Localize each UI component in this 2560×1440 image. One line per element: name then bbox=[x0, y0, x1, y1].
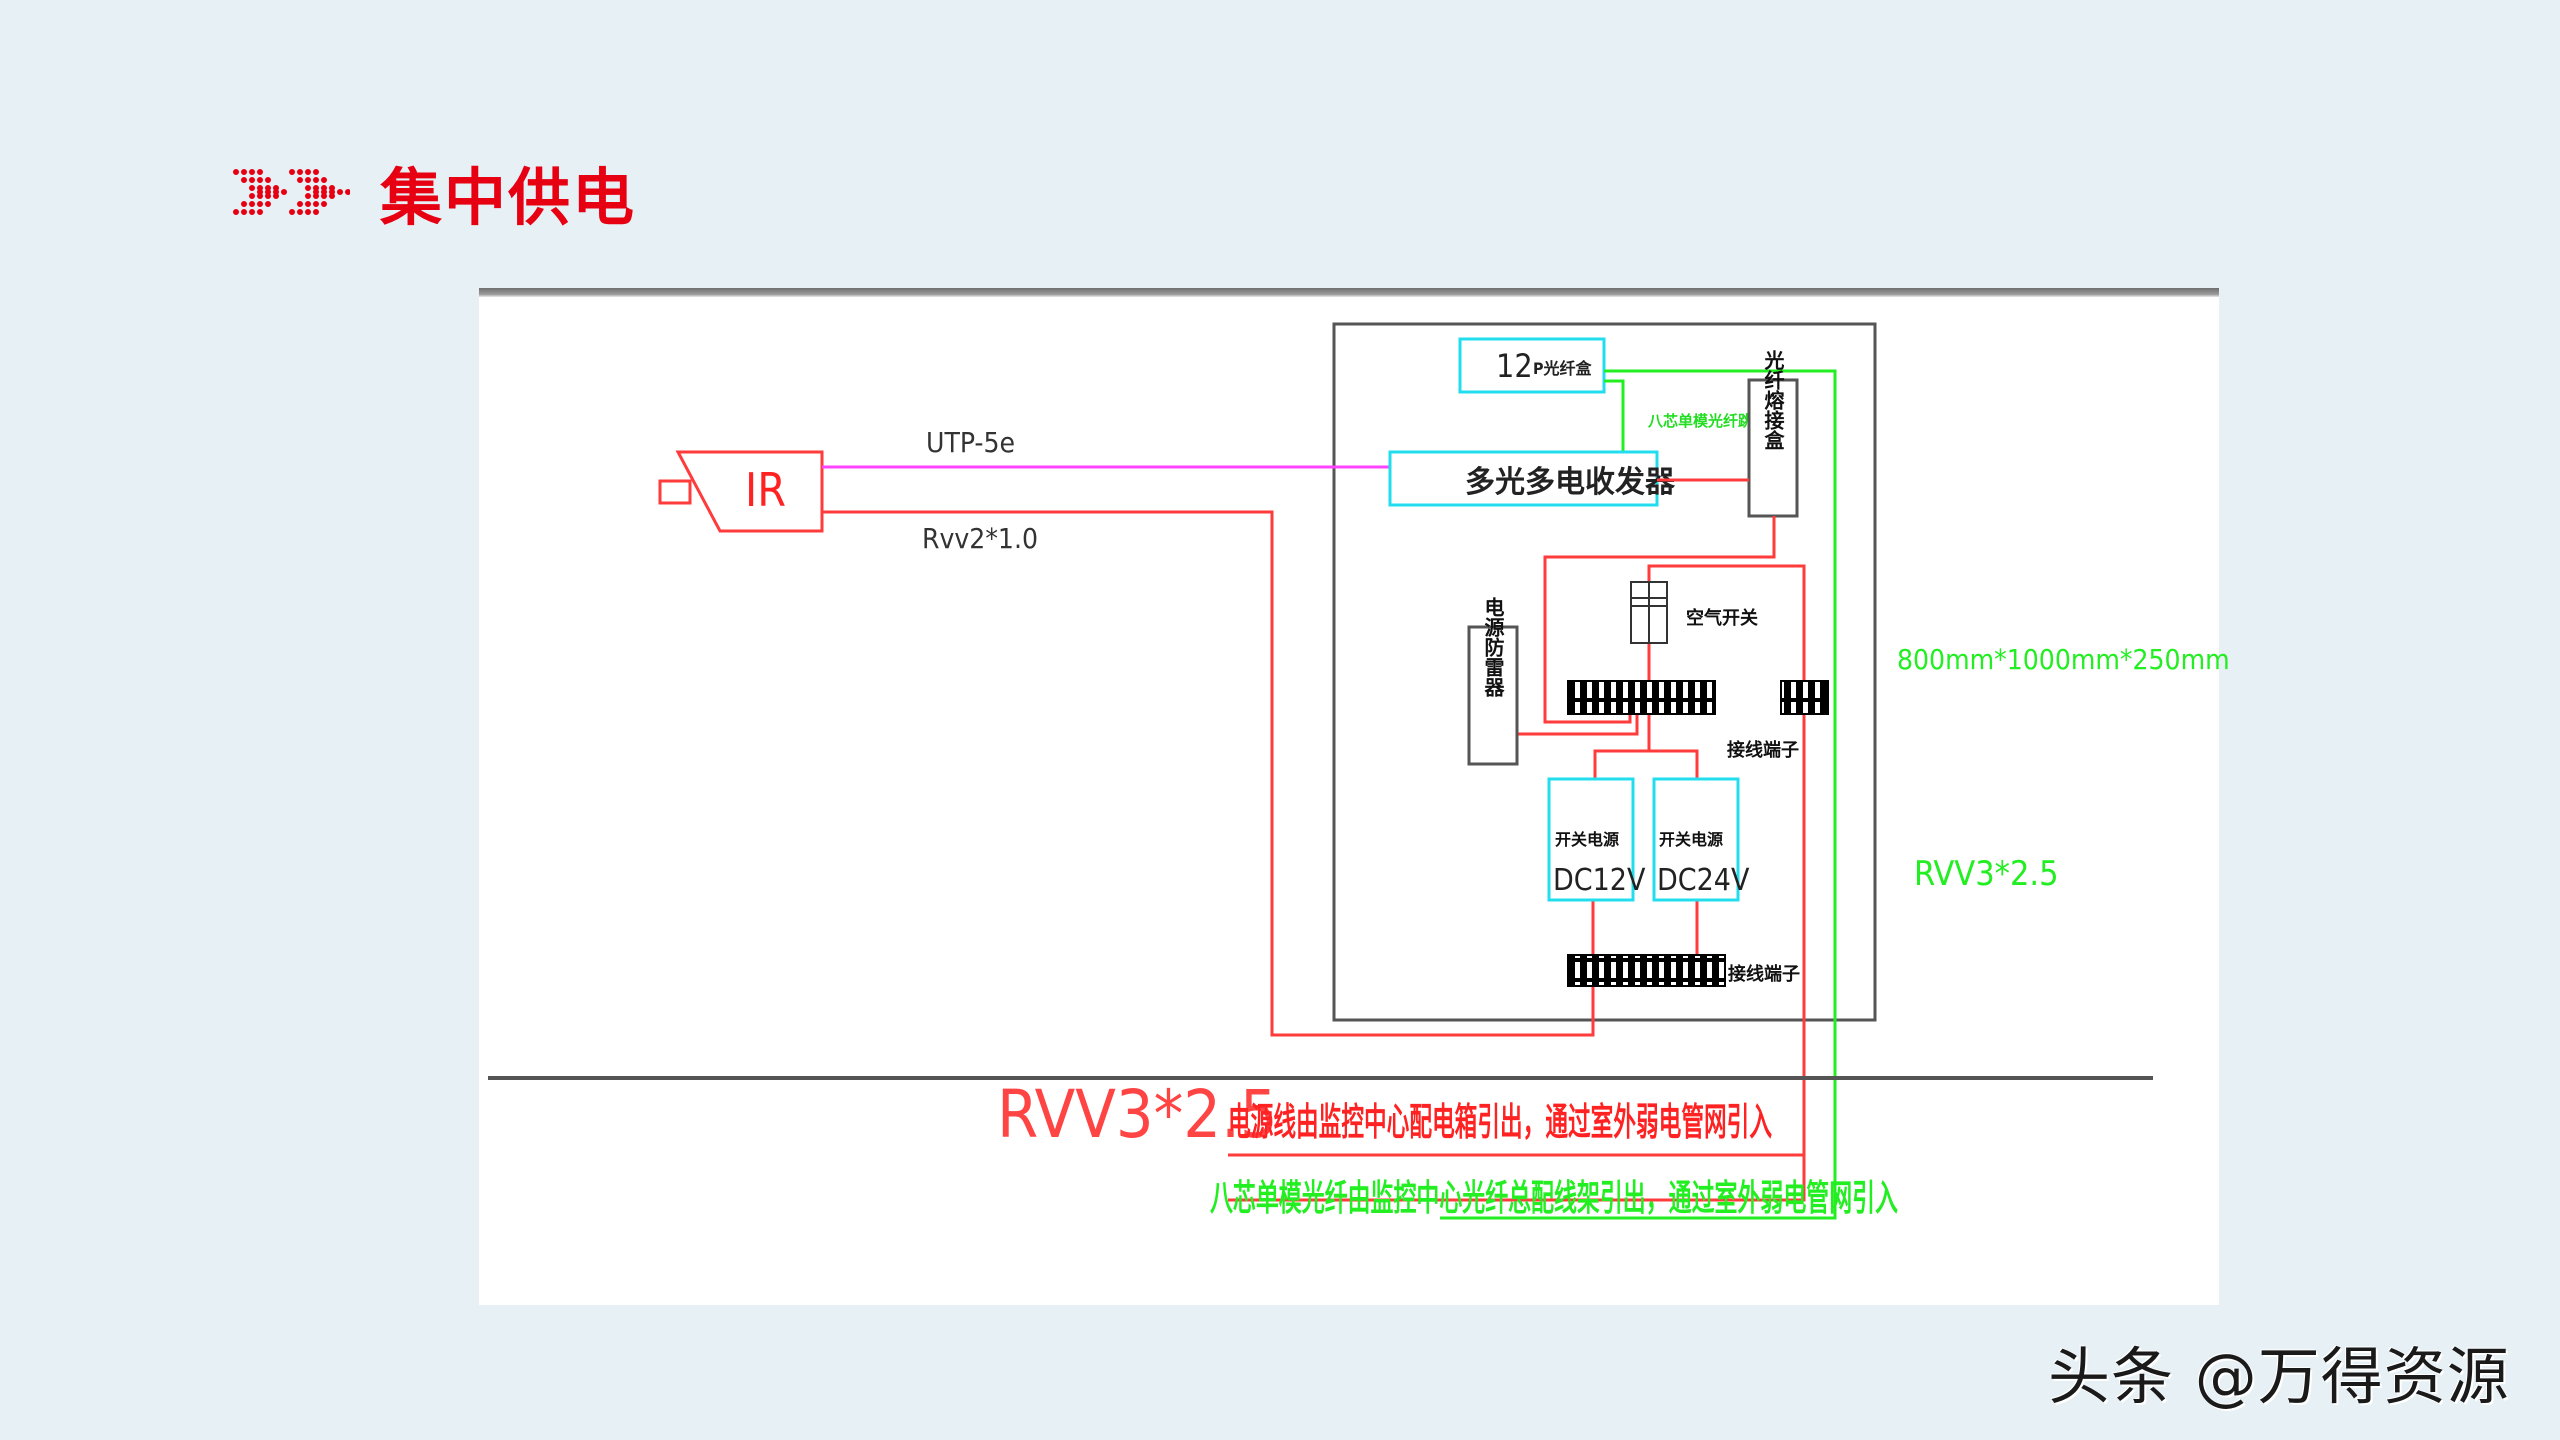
air-switch bbox=[1630, 581, 1668, 644]
power-note-prefix: RVV3*2.5 bbox=[997, 1076, 1278, 1153]
utp-cable-label: UTP-5e bbox=[926, 426, 1015, 459]
media-converter-label: 多光多电收发器 bbox=[1465, 465, 1676, 500]
diagram-panel bbox=[479, 288, 2219, 1305]
fiber-box-label: P光纤盒 bbox=[1533, 359, 1593, 378]
media-converter bbox=[1388, 450, 1659, 507]
power-note-text: 电源线由监控中心配电箱引出，通过室外弱电管网引入 bbox=[1228, 1100, 1772, 1144]
right-vertical-box-label: 光纤熔接盒 bbox=[1761, 350, 1785, 450]
psu-24v bbox=[1652, 777, 1740, 902]
left-vertical-box bbox=[1467, 625, 1519, 766]
surge-protector-wire bbox=[1518, 714, 1639, 736]
psu-24v-voltage: DC24V bbox=[1657, 863, 1750, 898]
slide-title: 集中供电 bbox=[232, 152, 636, 234]
ir-camera: IR bbox=[658, 450, 824, 533]
fiber-box-number: 12 bbox=[1496, 347, 1533, 385]
psu-feed-wire bbox=[1593, 714, 1651, 779]
fiber-note-text: 八芯单模光纤由监控中心光纤总配线架引出，通过室外弱电管网引入 bbox=[1210, 1178, 1898, 1219]
psu-12v bbox=[1547, 777, 1635, 902]
mains-wire bbox=[1228, 564, 1806, 1202]
watermark: 头条 @万得资源 bbox=[2048, 1340, 2510, 1413]
fiber-jumper-label: 八芯单模光纤跳线 bbox=[1647, 412, 1768, 430]
cabinet-size-label: 800mm*1000mm*250mm bbox=[1897, 643, 2230, 676]
terminal-lower-label: 接线端子 bbox=[1728, 963, 1800, 985]
terminal-upper-label: 接线端子 bbox=[1727, 739, 1799, 761]
fiber-line-jumper bbox=[1604, 379, 1625, 452]
rvv-camera-cable-label: Rvv2*1.0 bbox=[922, 522, 1038, 555]
air-switch-label: 空气开关 bbox=[1686, 607, 1758, 629]
double-arrow-icon bbox=[233, 169, 350, 215]
cabinet-outline bbox=[1332, 322, 1877, 1022]
terminal-block-upper bbox=[1567, 680, 1716, 715]
camera-power-cable bbox=[822, 510, 1595, 1037]
slide-title-text: 集中供电 bbox=[380, 161, 637, 234]
psu-12v-voltage: DC12V bbox=[1553, 863, 1646, 898]
right-vertical-box bbox=[1747, 378, 1799, 518]
camera-label: IR bbox=[745, 463, 786, 517]
cabinet-cable-label: RVV3*2.5 bbox=[1914, 854, 2059, 894]
splice-box-power-wire bbox=[1543, 516, 1776, 724]
psu-12v-title: 开关电源 bbox=[1555, 830, 1619, 849]
left-vertical-box-label: 电源防雷器 bbox=[1481, 597, 1505, 698]
terminal-block-lower bbox=[1567, 954, 1726, 987]
terminal-block-small bbox=[1780, 680, 1829, 715]
fiber-box bbox=[1458, 337, 1606, 394]
psu24-feed-wire bbox=[1649, 749, 1699, 779]
panel-top-border bbox=[479, 288, 2219, 297]
psu-24v-title: 开关电源 bbox=[1659, 830, 1723, 849]
